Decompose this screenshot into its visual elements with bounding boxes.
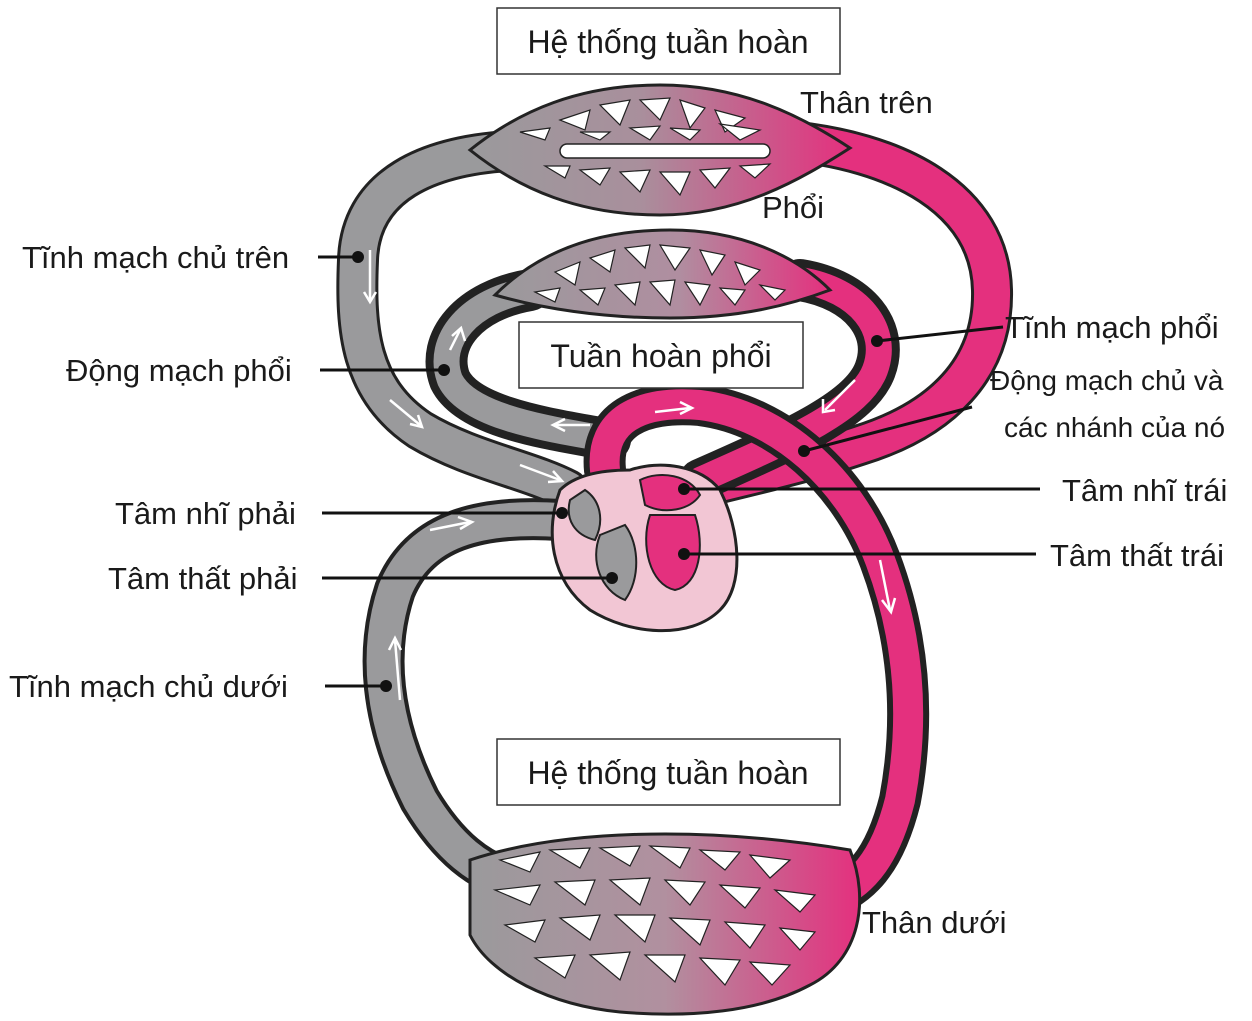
svg-text:Động mạch chủ và: Động mạch chủ và [990, 365, 1224, 396]
pulmonary-circulation-box: Tuần hoàn phổi [519, 322, 803, 388]
right-ventricle-callout: Tâm thất phải [108, 561, 618, 596]
upper-body-label: Thân trên [800, 85, 933, 120]
inferior-vena-cava-callout: Tĩnh mạch chủ dưới [9, 669, 392, 704]
pulmonary-vein-callout: Tĩnh mạch phổi [871, 310, 1219, 347]
svg-text:Tuần hoàn phổi: Tuần hoàn phổi [550, 338, 771, 374]
left-ventricle-callout: Tâm thất trái [678, 538, 1224, 573]
svg-text:Hệ thống tuần hoàn: Hệ thống tuần hoàn [527, 755, 808, 791]
svg-text:Tâm thất phải: Tâm thất phải [108, 561, 298, 596]
systemic-circulation-box-top: Hệ thống tuần hoàn [497, 8, 840, 74]
svg-text:Hệ thống tuần hoàn: Hệ thống tuần hoàn [527, 24, 808, 60]
systemic-circulation-box-bottom: Hệ thống tuần hoàn [497, 739, 840, 805]
lungs-label: Phổi [762, 190, 824, 225]
svg-text:các nhánh của nó: các nhánh của nó [1004, 412, 1225, 443]
lower-body-capillary-bed [470, 834, 860, 1014]
svg-text:Tĩnh mạch phổi: Tĩnh mạch phổi [1005, 310, 1219, 345]
svg-text:Tâm nhĩ trái: Tâm nhĩ trái [1062, 473, 1227, 508]
svg-text:Động mạch phổi: Động mạch phổi [66, 353, 292, 388]
svg-text:Tĩnh mạch chủ dưới: Tĩnh mạch chủ dưới [9, 669, 288, 704]
superior-vena-cava-callout: Tĩnh mạch chủ trên [22, 240, 364, 275]
svg-text:Tâm nhĩ phải: Tâm nhĩ phải [115, 496, 296, 531]
inferior-vena-cava-vessel [384, 519, 560, 880]
lower-body-label: Thân dưới [862, 905, 1006, 940]
svg-text:Tâm thất trái: Tâm thất trái [1050, 538, 1224, 573]
svg-text:Tĩnh mạch chủ trên: Tĩnh mạch chủ trên [22, 240, 289, 275]
lung-capillary-bed [495, 230, 830, 318]
